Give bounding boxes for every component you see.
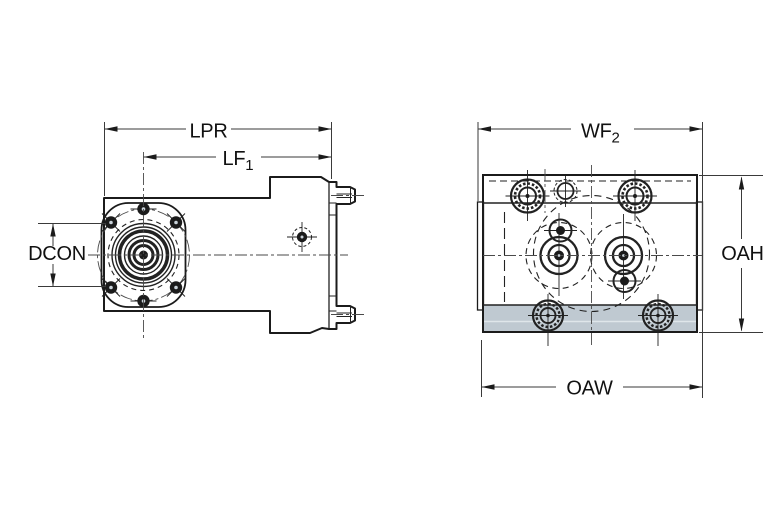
pin-hole-icon [550,176,581,207]
coolant-hole-icon [544,218,577,243]
clamp-screw-icon [505,170,550,221]
dim-label-oah: OAH [721,243,763,265]
side-plate-details [328,182,352,329]
dim-label-oaw: OAW [566,378,613,400]
flange-bolt-icon [101,213,121,232]
flange-bolt-icon [166,213,186,232]
clamp-screw-icon [613,170,657,221]
coolant-hole-icon [608,269,641,293]
dim-oaw: OAW [481,340,703,400]
hidden-circle-large [532,194,651,313]
dim-lpr: LPR [104,121,332,196]
dim-lf1: LF1 [143,148,332,174]
side-mount-screw-icon [287,222,317,252]
dim-label-lpr: LPR [189,121,227,143]
side-view: LPR LF1 DCON [28,121,364,338]
dim-wf2: WF2 [477,121,703,398]
coupling-center-dot [139,250,148,260]
side-body-outline [103,176,356,334]
dim-label-lf1: LF1 [223,148,254,174]
dim-dcon: DCON [28,223,106,287]
dim-label-dcon: DCON [28,243,86,265]
front-view: WF2 OAH OAW [476,121,764,400]
flange-bolt-icon [166,278,186,297]
flange-bolt-icon [101,278,121,297]
dim-oah: OAH [699,175,764,333]
dim-label-wf2: WF2 [581,121,620,147]
clamp-screw-icon [638,294,678,346]
front-body [482,174,698,333]
clamp-screw-icon [528,294,568,346]
